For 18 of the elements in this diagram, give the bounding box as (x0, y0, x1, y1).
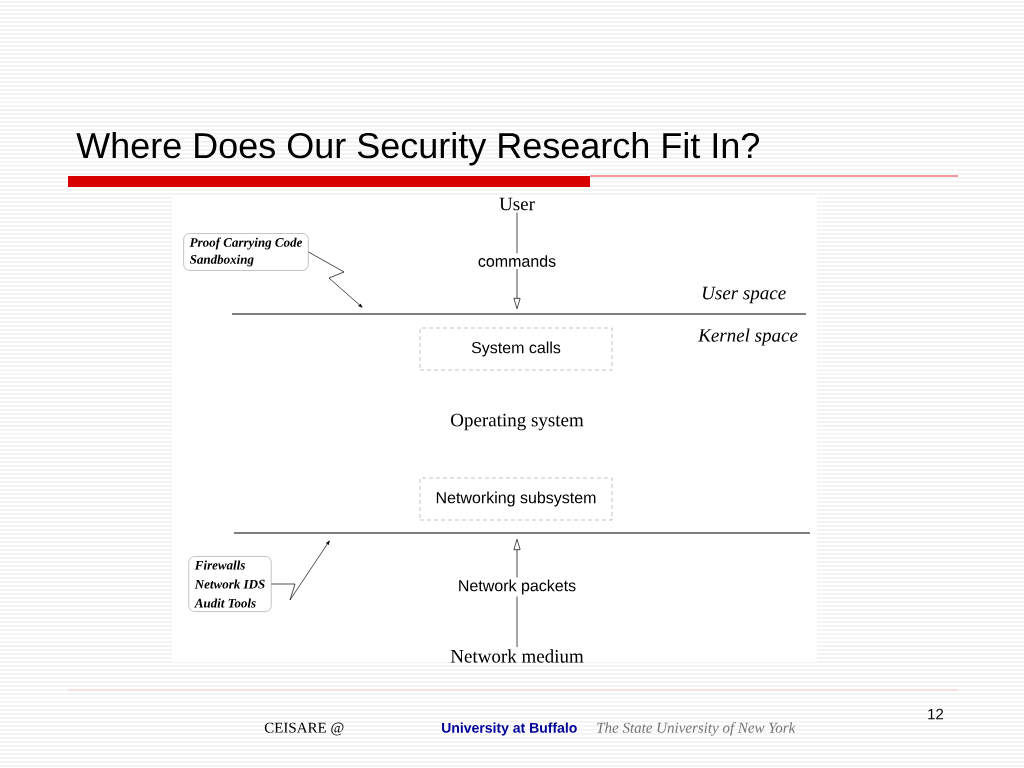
lightning-arrow (308, 251, 363, 308)
university-name: University at Buffalo (442, 722, 577, 736)
user-label: User (499, 197, 535, 211)
slide-title: Where Does Our Security Research Fit In? (76, 131, 759, 166)
medium-label: Network medium (450, 649, 584, 663)
edge-label: commands (475, 253, 559, 269)
layer-label: Operating system (451, 413, 584, 431)
footer-text: CEISARE @ (264, 722, 344, 736)
region-label: Kernel space (698, 328, 798, 346)
arrow (513, 538, 521, 648)
university-subtitle: The State University of New York (597, 722, 796, 736)
process-box: System calls (419, 327, 613, 371)
region-label: User space (702, 286, 786, 304)
lightning-arrow (271, 540, 330, 601)
process-box: Networking subsystem (419, 477, 613, 521)
callout-box: Firewalls Network IDS Audit Tools (188, 556, 272, 612)
page-number: 12 (928, 708, 944, 720)
callout-box: Proof Carrying Code Sandboxing (183, 233, 309, 271)
